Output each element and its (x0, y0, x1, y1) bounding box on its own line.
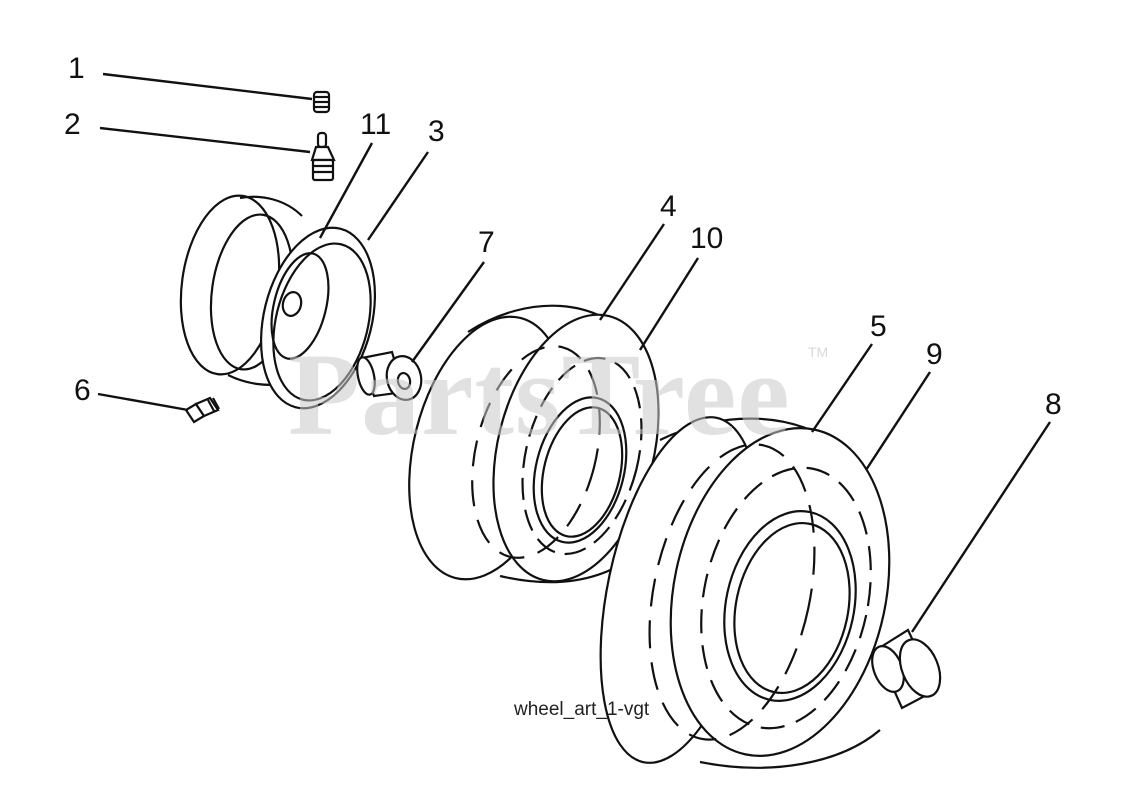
leader-line-2 (99, 126, 311, 154)
callout-9: 9 (926, 338, 943, 371)
callout-3: 3 (428, 115, 445, 148)
leader-line-9 (864, 371, 932, 471)
watermark-trademark: TM (808, 344, 829, 360)
watermark-text: PartsTree (288, 329, 791, 460)
part-rear-tire (599, 416, 891, 769)
part-bushing (356, 350, 423, 401)
callout-6: 6 (74, 374, 91, 407)
callout-10: 10 (690, 222, 724, 255)
callout-2: 2 (64, 108, 81, 141)
callout-8: 8 (1045, 388, 1062, 421)
part-grease-fitting (184, 396, 220, 424)
leader-line-7 (411, 261, 485, 363)
part-hub-cap (871, 628, 942, 710)
callout-11: 11 (360, 108, 392, 141)
callout-1: 1 (68, 52, 85, 85)
figure-caption: wheel_art_1-vgt (514, 699, 650, 720)
part-rim (179, 194, 377, 410)
leader-line-11 (318, 142, 374, 239)
part-valve-cap (312, 90, 331, 114)
callout-4: 4 (660, 190, 677, 223)
leader-line-6 (97, 392, 189, 412)
leader-line-1 (102, 72, 313, 101)
part-front-tire (408, 304, 660, 584)
leader-line-5 (811, 343, 873, 433)
leader-line-3 (367, 151, 429, 241)
leader-line-8 (910, 421, 1052, 633)
part-valve-stem (310, 131, 336, 182)
leader-line-4 (599, 223, 665, 321)
callout-5: 5 (870, 310, 887, 343)
callout-7: 7 (478, 226, 495, 259)
leader-line-10 (638, 257, 700, 351)
